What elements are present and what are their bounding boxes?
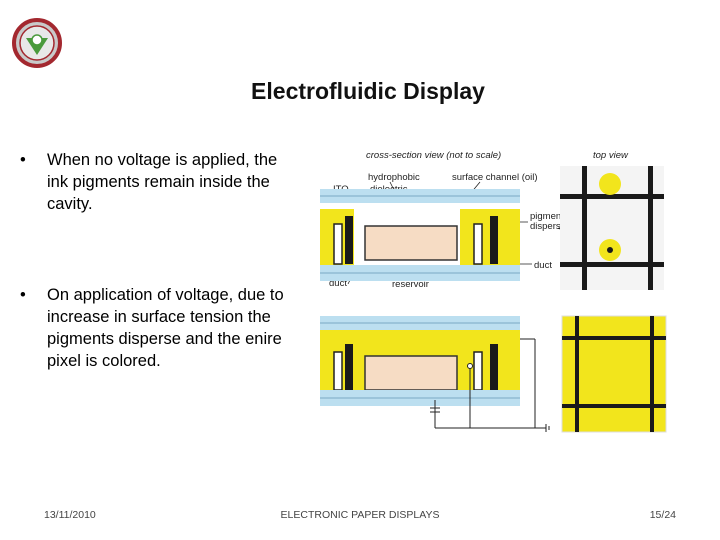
bullet-marker: • xyxy=(20,151,26,169)
top-view-off xyxy=(560,166,664,290)
slide-title: Electrofluidic Display xyxy=(251,78,485,104)
label-hydrophobic: hydrophobic xyxy=(368,172,420,183)
label-pigment: pigment xyxy=(530,211,564,222)
label-top-view: top view xyxy=(593,150,629,161)
bullet-text: On application of voltage, due to increa… xyxy=(47,286,284,370)
label-cross-section: cross-section view (not to scale) xyxy=(366,150,501,161)
footer-date: 13/11/2010 xyxy=(44,509,96,521)
label-reservoir: reservoir xyxy=(392,279,429,290)
institution-logo xyxy=(12,18,62,68)
cross-section-off xyxy=(320,189,520,281)
label-surface-channel: surface channel (oil) xyxy=(452,172,538,183)
label-dispersion: dispersion xyxy=(530,221,573,232)
footer-title: ELECTRONIC PAPER DISPLAYS xyxy=(280,509,440,521)
page-number: 15/24 xyxy=(649,509,676,521)
bullet-item: • When no voltage is applied, the ink pi… xyxy=(20,149,302,215)
label-duct-left: duct xyxy=(329,278,347,289)
top-view-on xyxy=(561,315,667,433)
electrofluidic-diagram: cross-section view (not to scale) top vi… xyxy=(320,150,667,433)
label-duct-right: duct xyxy=(534,260,552,271)
bullet-text: When no voltage is applied, the ink pigm… xyxy=(47,151,278,213)
bullet-item: • On application of voltage, due to incr… xyxy=(20,284,302,372)
cross-section-on xyxy=(320,316,550,432)
bullet-marker: • xyxy=(20,286,26,304)
